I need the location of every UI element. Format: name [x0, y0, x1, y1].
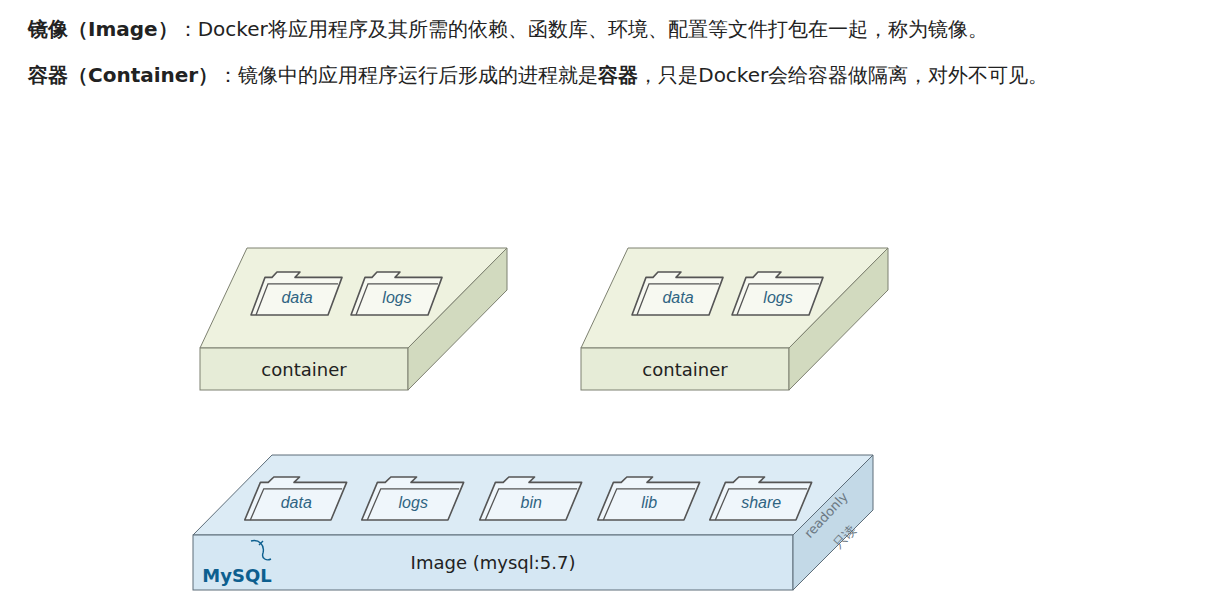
term-heading: 容器（Container）	[28, 63, 218, 87]
folder: bin	[473, 475, 585, 521]
folder: share	[703, 475, 815, 521]
folder-label: data	[662, 289, 693, 307]
folder-label: data	[281, 494, 312, 512]
container-layer: data logs container	[581, 248, 888, 390]
definition-line: 镜像（Image）：Docker将应用程序及其所需的依赖、函数库、环境、配置等文…	[28, 16, 988, 43]
folder: logs	[355, 475, 467, 521]
slab-front	[581, 348, 789, 390]
container-label: container	[261, 359, 346, 380]
folder: logs	[345, 270, 445, 316]
folder-label: lib	[641, 494, 657, 512]
image-label: Image (mysql:5.7)	[411, 552, 576, 573]
definition-line: 容器（Container）：镜像中的应用程序运行后形成的进程就是容器，只是Doc…	[28, 62, 1048, 89]
slab-side	[408, 248, 507, 390]
image-layer: datalogsbinlibshareImage (mysql:5.7)read…	[193, 455, 873, 590]
slab-shape	[581, 248, 888, 390]
mysql-dolphin	[251, 541, 271, 560]
slab-top	[193, 455, 873, 535]
folder-label: logs	[763, 289, 792, 307]
folder-label: data	[281, 289, 312, 307]
container-layer: data logs container	[200, 248, 507, 390]
folder: lib	[591, 475, 703, 521]
slab-side	[793, 455, 873, 590]
folder: data	[245, 270, 345, 316]
folder-label: bin	[521, 494, 542, 512]
term-heading: 镜像（Image）	[28, 17, 178, 41]
slab-shape	[200, 248, 507, 390]
folder-label: logs	[382, 289, 411, 307]
folder-label: share	[741, 494, 781, 512]
mysql-logo: MySQL	[202, 565, 271, 586]
definition-text: ，只是Docker会给容器做隔离，对外不可见。	[638, 63, 1048, 87]
definition-text: ：镜像中的应用程序运行后形成的进程就是	[218, 63, 598, 87]
definition-text: ：Docker将应用程序及其所需的依赖、函数库、环境、配置等文件打包在一起，称为…	[178, 17, 988, 41]
folder-label: logs	[399, 494, 428, 512]
folder: data	[238, 475, 350, 521]
folder: data	[626, 270, 726, 316]
folder: logs	[726, 270, 826, 316]
slab-front	[200, 348, 408, 390]
term-heading: 容器	[598, 63, 638, 87]
slab-front	[193, 535, 793, 590]
slab-side	[789, 248, 888, 390]
container-label: container	[642, 359, 727, 380]
